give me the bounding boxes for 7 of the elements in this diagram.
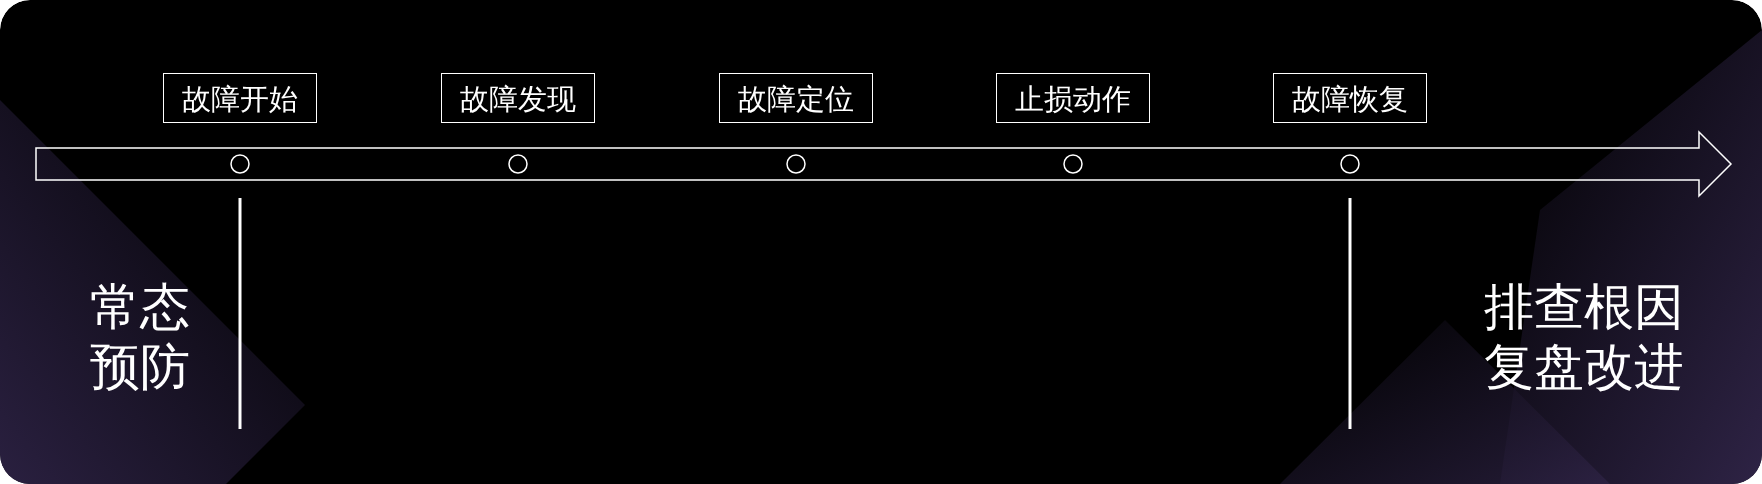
phase-label: 常态预防 — [89, 277, 191, 397]
event-box: 故障开始 — [163, 73, 317, 123]
event-box: 止损动作 — [996, 73, 1150, 123]
event-box: 故障发现 — [441, 73, 595, 123]
event-box: 故障恢复 — [1273, 73, 1427, 123]
phase-label: 排查根因复盘改进 — [1483, 277, 1685, 397]
event-box: 故障定位 — [719, 73, 873, 123]
